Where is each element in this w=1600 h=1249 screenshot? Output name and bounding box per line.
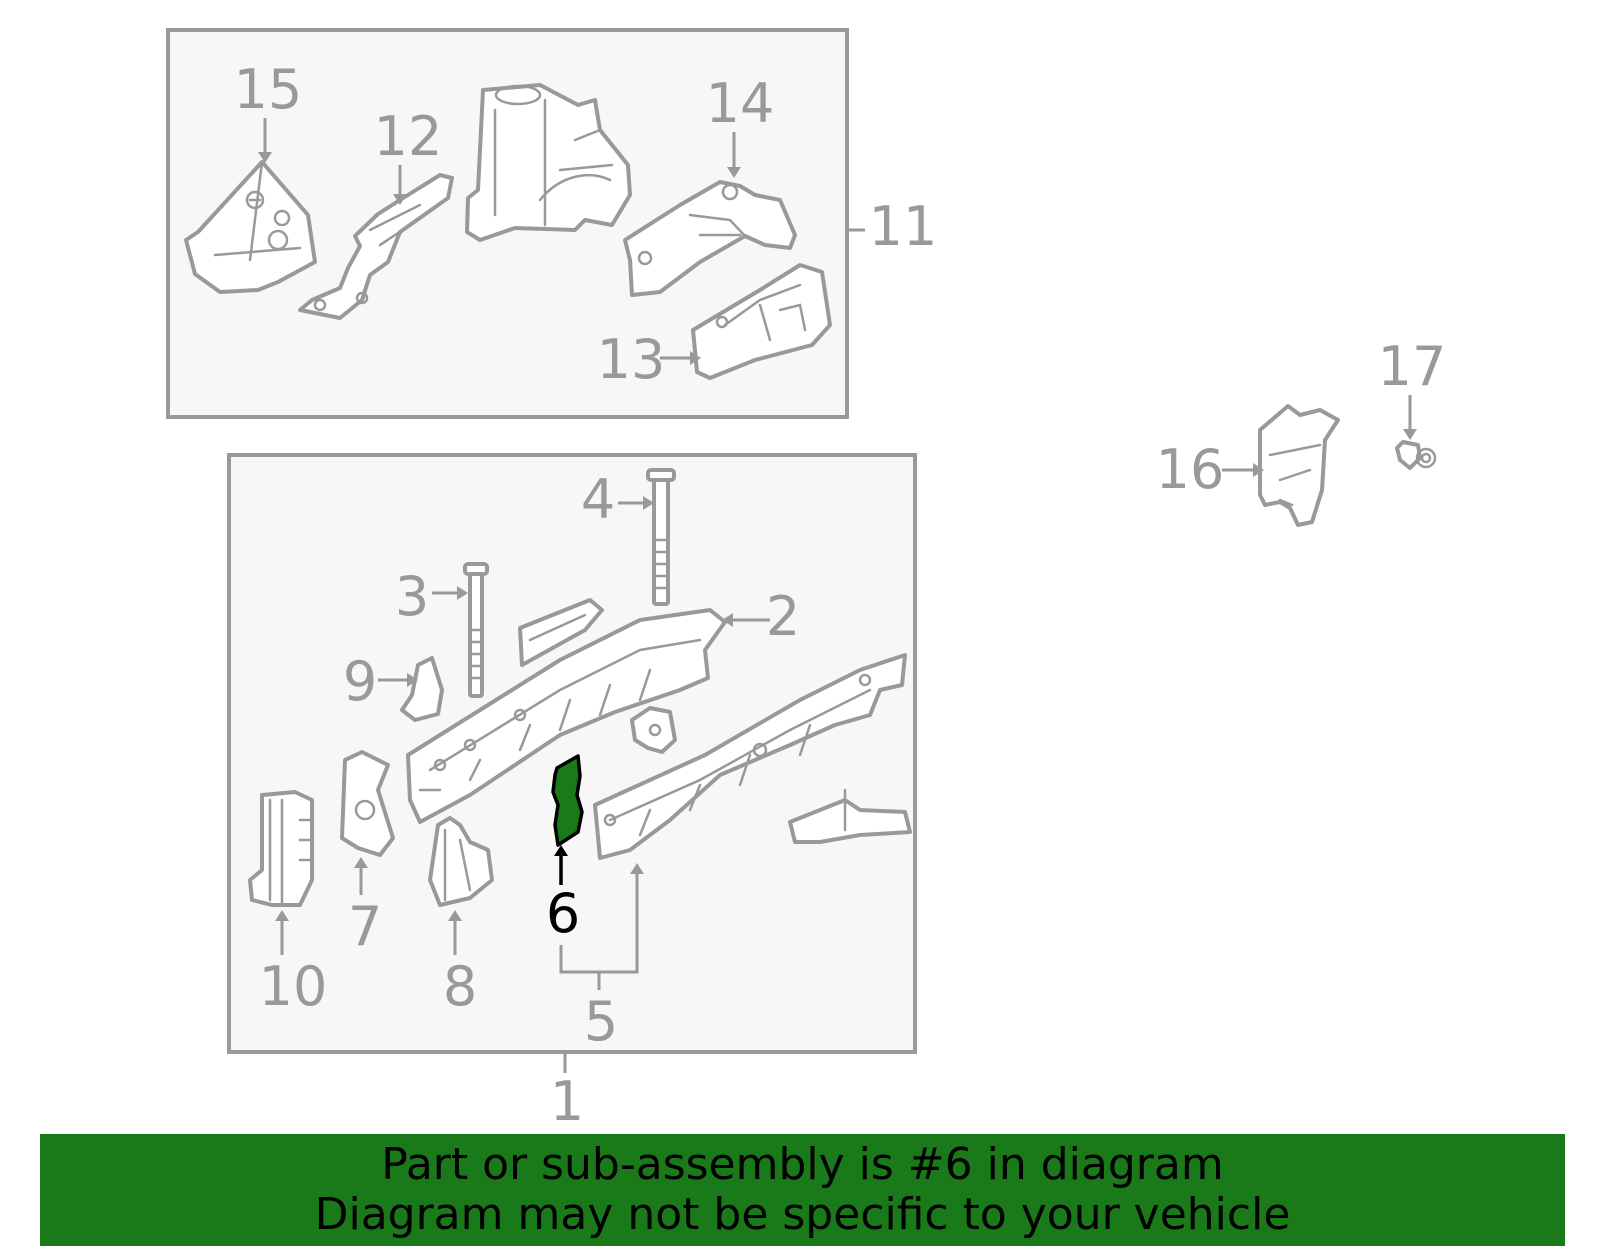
callout-17: 17 xyxy=(1378,335,1447,398)
small-bracket-drawing xyxy=(518,598,604,667)
callout-6: 6 xyxy=(546,882,580,945)
part-15-drawing xyxy=(184,160,317,294)
center-upper-drawing xyxy=(465,83,632,242)
part-14-drawing xyxy=(623,180,797,297)
right-small-part-drawing xyxy=(788,788,912,844)
callout-3: 3 xyxy=(395,565,429,628)
callout-13: 13 xyxy=(597,328,666,391)
part-9-drawing xyxy=(400,656,444,722)
leader-lines xyxy=(258,118,1417,1073)
part-17-drawing xyxy=(1395,440,1437,470)
part-2-rail-drawing xyxy=(406,608,727,824)
info-banner: Part or sub-assembly is #6 in diagram Di… xyxy=(40,1134,1565,1246)
callout-4: 4 xyxy=(581,468,615,531)
banner-line-2: Diagram may not be specific to your vehi… xyxy=(314,1189,1291,1240)
callout-8: 8 xyxy=(443,955,477,1018)
part-16-drawing xyxy=(1258,404,1340,527)
callout-11: 11 xyxy=(869,195,938,258)
part-7-drawing xyxy=(340,750,395,857)
callout-14: 14 xyxy=(706,72,775,135)
banner-line-1: Part or sub-assembly is #6 in diagram xyxy=(381,1139,1224,1190)
callout-1: 1 xyxy=(550,1070,584,1133)
part-13-drawing xyxy=(691,263,832,380)
callout-16: 16 xyxy=(1156,438,1225,501)
part-4-bolt xyxy=(646,468,676,606)
callout-7: 7 xyxy=(348,895,382,958)
part-8-drawing xyxy=(428,816,494,907)
part-3-bolt xyxy=(463,562,489,698)
callout-5: 5 xyxy=(584,990,618,1053)
part-5-rail-drawing xyxy=(593,653,907,860)
callout-15: 15 xyxy=(234,58,303,121)
callout-10: 10 xyxy=(259,955,328,1018)
callout-2: 2 xyxy=(766,585,800,648)
center-bracket-drawing xyxy=(630,706,677,754)
part-12-drawing xyxy=(298,173,454,320)
callout-12: 12 xyxy=(374,105,443,168)
lower-assembly-box xyxy=(227,453,917,1054)
part-10-drawing xyxy=(248,790,314,907)
part-6-highlighted xyxy=(551,754,584,847)
leader-6-highlighted xyxy=(554,845,568,885)
callout-9: 9 xyxy=(343,650,377,713)
